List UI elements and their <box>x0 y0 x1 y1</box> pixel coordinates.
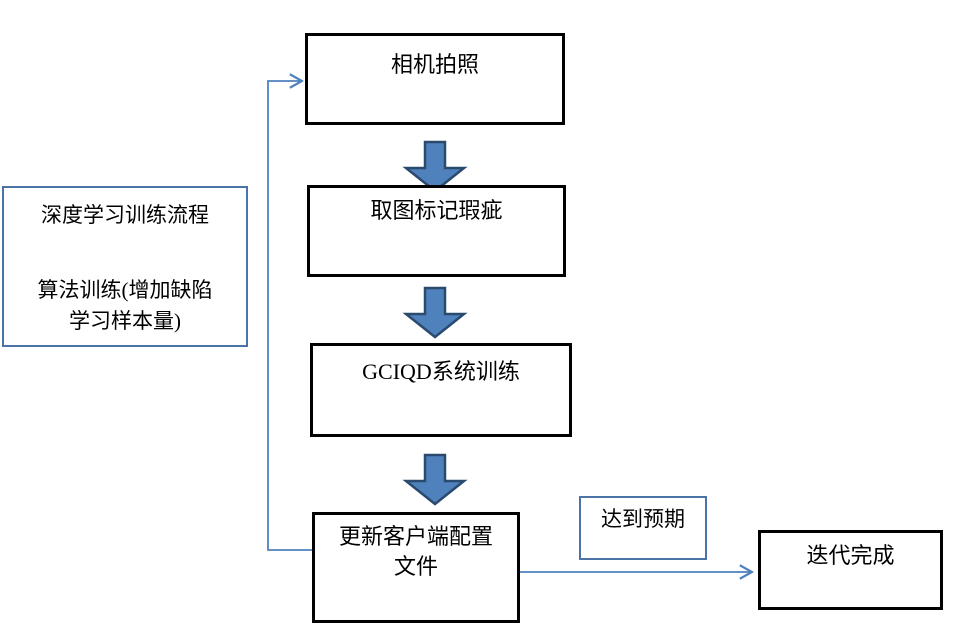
node-update-config-line-2: 文件 <box>393 553 438 579</box>
side-note-box: 深度学习训练流程 算法训练(增加缺陷 学习样本量) <box>2 186 248 347</box>
node-mark-defects-label: 取图标记瑕疵 <box>370 198 503 223</box>
node-update-config: 更新客户端配置 文件 <box>312 512 520 623</box>
node-system-training-label: GCIQD系统训练 <box>362 359 520 384</box>
node-system-training: GCIQD系统训练 <box>310 343 572 437</box>
block-arrow-down-1-icon <box>402 140 468 193</box>
condition-label-text: 达到预期 <box>601 507 685 531</box>
node-iteration-complete-label: 迭代完成 <box>806 543 895 568</box>
side-note-line-2: 算法训练(增加缺陷 <box>37 278 213 302</box>
connector-loopback-arrow <box>267 81 312 551</box>
node-camera-capture-label: 相机拍照 <box>390 52 479 77</box>
node-camera-capture: 相机拍照 <box>305 33 565 125</box>
side-note-line-3: 学习样本量) <box>69 309 181 333</box>
block-arrow-down-2-icon <box>402 286 468 339</box>
condition-label-box: 达到预期 <box>579 496 707 560</box>
node-update-config-line-1: 更新客户端配置 <box>338 524 493 549</box>
node-iteration-complete: 迭代完成 <box>758 530 943 610</box>
side-note-line-1: 深度学习训练流程 <box>41 203 209 227</box>
node-mark-defects: 取图标记瑕疵 <box>307 185 566 277</box>
block-arrow-down-3-icon <box>402 453 468 506</box>
